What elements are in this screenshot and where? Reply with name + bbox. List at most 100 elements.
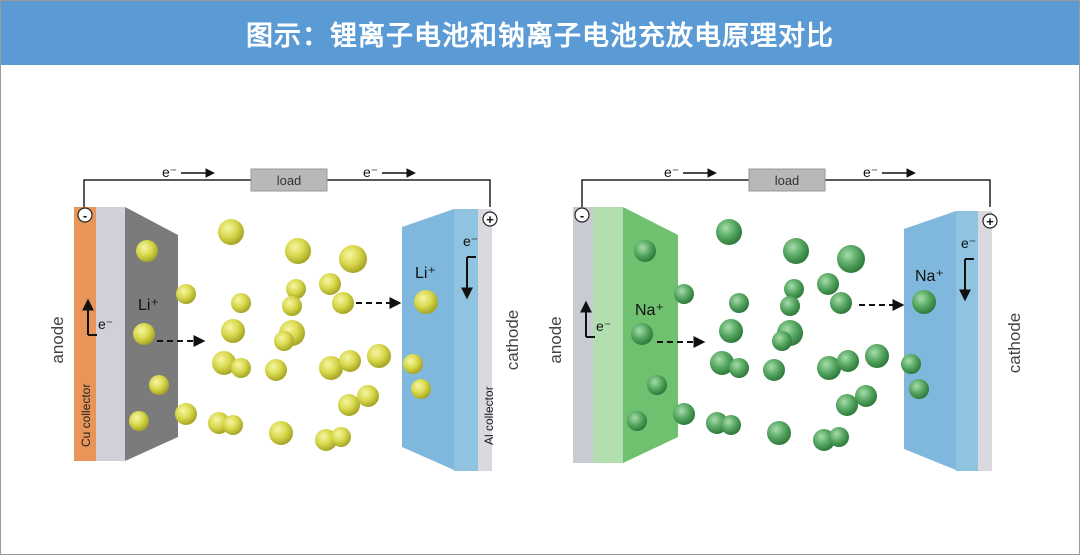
ion-particle bbox=[339, 245, 367, 273]
ion-particle bbox=[176, 284, 196, 304]
ion-particle bbox=[901, 354, 921, 374]
load-box bbox=[748, 168, 826, 192]
ion-particle bbox=[332, 292, 354, 314]
ion-particle bbox=[133, 323, 155, 345]
ion-particle bbox=[265, 359, 287, 381]
cathode-face bbox=[956, 211, 978, 471]
ion-particle bbox=[631, 323, 653, 345]
anode-electron-label: e⁻ bbox=[596, 318, 611, 334]
cathode-nvp bbox=[904, 211, 956, 470]
ion-particle bbox=[721, 415, 741, 435]
positive-terminal bbox=[482, 211, 498, 227]
cathode-electron-label: e⁻ bbox=[961, 235, 976, 251]
ion-particle bbox=[829, 427, 849, 447]
plus-sign: + bbox=[486, 212, 494, 227]
negative-terminal bbox=[574, 207, 590, 223]
cathode-electron-label: e⁻ bbox=[463, 233, 478, 249]
ion-particle bbox=[817, 273, 839, 295]
cathode-label: cathode bbox=[1005, 313, 1024, 374]
cu-collector bbox=[74, 207, 96, 461]
ion-particle bbox=[286, 279, 306, 299]
ion-particle bbox=[339, 350, 361, 372]
al-collector bbox=[478, 209, 492, 471]
ion-particle bbox=[221, 319, 245, 343]
na-ion-label-right: Na⁺ bbox=[915, 268, 944, 285]
ion-particle bbox=[912, 290, 936, 314]
load-box bbox=[250, 168, 328, 192]
ion-particle bbox=[367, 344, 391, 368]
ion-particle bbox=[357, 385, 379, 407]
ion-particle bbox=[274, 331, 294, 351]
minus-sign: - bbox=[83, 208, 87, 223]
ion-particle bbox=[674, 284, 694, 304]
cathode-label: cathode bbox=[503, 310, 522, 371]
ion-particle bbox=[855, 385, 877, 407]
ion-particle bbox=[212, 351, 236, 375]
title-bar: 图示：锂离子电池和钠离子电池充放电原理对比 bbox=[1, 1, 1079, 65]
electron-top-right: e⁻ bbox=[863, 164, 878, 180]
electron-top-right: e⁻ bbox=[363, 164, 378, 180]
negative-terminal bbox=[77, 207, 93, 223]
figure-title: 图示：锂离子电池和钠离子电池充放电原理对比 bbox=[246, 20, 834, 52]
ion-particle bbox=[282, 296, 302, 316]
separator-strip bbox=[96, 207, 125, 461]
ion-particle bbox=[865, 344, 889, 368]
ion-particle bbox=[269, 421, 293, 445]
ion-particle bbox=[223, 415, 243, 435]
ion-particle bbox=[729, 358, 749, 378]
battery-comparison-diagram: load e⁻ e⁻ - anode Cu collector e⁻ Li⁺ + bbox=[48, 164, 1024, 471]
anode-label: anode bbox=[546, 316, 565, 363]
ion-particle bbox=[837, 245, 865, 273]
ion-particle bbox=[319, 356, 343, 380]
na-ion-particles bbox=[627, 219, 936, 451]
ion-particle bbox=[830, 292, 852, 314]
ion-particle bbox=[319, 273, 341, 295]
li-ion-label-right: Li⁺ bbox=[415, 265, 436, 282]
electron-top-left: e⁻ bbox=[664, 164, 679, 180]
ion-particle bbox=[627, 411, 647, 431]
ion-particle bbox=[673, 403, 695, 425]
ion-particle bbox=[784, 279, 804, 299]
load-label: load bbox=[775, 173, 800, 188]
ion-particle bbox=[780, 296, 800, 316]
al-collector-label: Al collector bbox=[482, 386, 496, 445]
li-ion-particles bbox=[129, 219, 438, 451]
ion-particle bbox=[414, 290, 438, 314]
ion-particle bbox=[218, 219, 244, 245]
minus-sign: - bbox=[580, 208, 584, 223]
ion-particle bbox=[285, 238, 311, 264]
na-ion-battery: load e⁻ e⁻ - anode e⁻ Na⁺ + cathode e⁻ bbox=[546, 164, 1024, 471]
li-ion-label-left: Li⁺ bbox=[138, 297, 159, 314]
ion-particle bbox=[767, 421, 791, 445]
ion-particle bbox=[136, 240, 158, 262]
ion-particle bbox=[836, 394, 858, 416]
ion-particle bbox=[149, 375, 169, 395]
ion-particle bbox=[634, 240, 656, 262]
ion-particle bbox=[729, 293, 749, 313]
load-label: load bbox=[277, 173, 302, 188]
ion-particle bbox=[772, 331, 792, 351]
li-ion-battery: load e⁻ e⁻ - anode Cu collector e⁻ Li⁺ + bbox=[48, 164, 522, 471]
positive-terminal bbox=[982, 213, 998, 229]
ion-particle bbox=[716, 219, 742, 245]
al-collector-anode bbox=[573, 207, 593, 463]
ion-particle bbox=[719, 319, 743, 343]
anode-label: anode bbox=[48, 316, 67, 363]
ion-particle bbox=[338, 394, 360, 416]
cu-collector-label: Cu collector bbox=[79, 384, 93, 447]
ion-particle bbox=[231, 293, 251, 313]
ion-particle bbox=[403, 354, 423, 374]
ion-particle bbox=[909, 379, 929, 399]
ion-particle bbox=[129, 411, 149, 431]
ion-particle bbox=[331, 427, 351, 447]
plus-sign: + bbox=[986, 214, 994, 229]
ion-particle bbox=[837, 350, 859, 372]
ion-particle bbox=[647, 375, 667, 395]
ion-particle bbox=[763, 359, 785, 381]
electron-top-left: e⁻ bbox=[162, 164, 177, 180]
cathode-face bbox=[454, 209, 478, 471]
cathode-lco bbox=[402, 209, 454, 470]
ion-particle bbox=[710, 351, 734, 375]
ion-particle bbox=[411, 379, 431, 399]
